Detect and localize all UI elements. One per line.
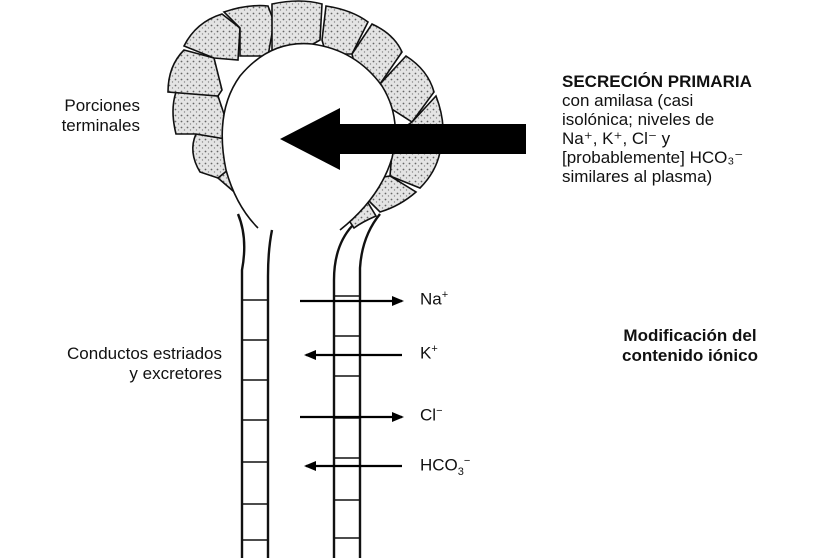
ion-k-symbol: K: [420, 344, 431, 363]
ion-cl-symbol: Cl: [420, 406, 436, 425]
modification-label: Modificación del contenido iónico: [590, 326, 790, 366]
terminal-portions-line-2: terminales: [28, 116, 140, 136]
ion-cl-label: Cl−: [420, 405, 443, 426]
ducts-line-1: Conductos estriados: [4, 344, 222, 364]
primary-secretion-line-1: con amilasa (casi: [562, 91, 812, 110]
primary-secretion-line-5: similares al plasma): [562, 167, 812, 186]
ion-cl-charge: −: [436, 405, 442, 417]
ion-k-charge: +: [431, 343, 437, 355]
primary-secretion-line-4: [probablemente] HCO₃⁻: [562, 148, 812, 167]
ion-hco3-symbol: HCO: [420, 456, 458, 475]
duct-walls: [238, 214, 380, 558]
primary-secretion-line-2: isolónica; niveles de: [562, 110, 812, 129]
primary-secretion-title: SECRECIÓN PRIMARIA: [562, 72, 812, 91]
ion-na-symbol: Na: [420, 290, 442, 309]
ducts-line-2: y excretores: [4, 364, 222, 384]
ion-hco3-charge: −: [464, 455, 470, 467]
primary-secretion-label: SECRECIÓN PRIMARIA con amilasa (casi iso…: [562, 72, 812, 186]
modification-line-1: Modificación del: [590, 326, 790, 346]
primary-secretion-line-3: Na⁺, K⁺, Cl⁻ y: [562, 129, 812, 148]
terminal-portions-label: Porciones terminales: [28, 96, 140, 136]
modification-line-2: contenido iónico: [590, 346, 790, 366]
terminal-portions-line-1: Porciones: [28, 96, 140, 116]
ion-na-label: Na+: [420, 289, 448, 310]
ion-arrows: [300, 301, 402, 466]
ducts-label: Conductos estriados y excretores: [4, 344, 222, 384]
ion-k-label: K+: [420, 343, 438, 364]
ion-na-charge: +: [442, 289, 448, 301]
ion-hco3-label: HCO3−: [420, 455, 470, 478]
ion-hco3-subscript: 3: [458, 466, 464, 478]
